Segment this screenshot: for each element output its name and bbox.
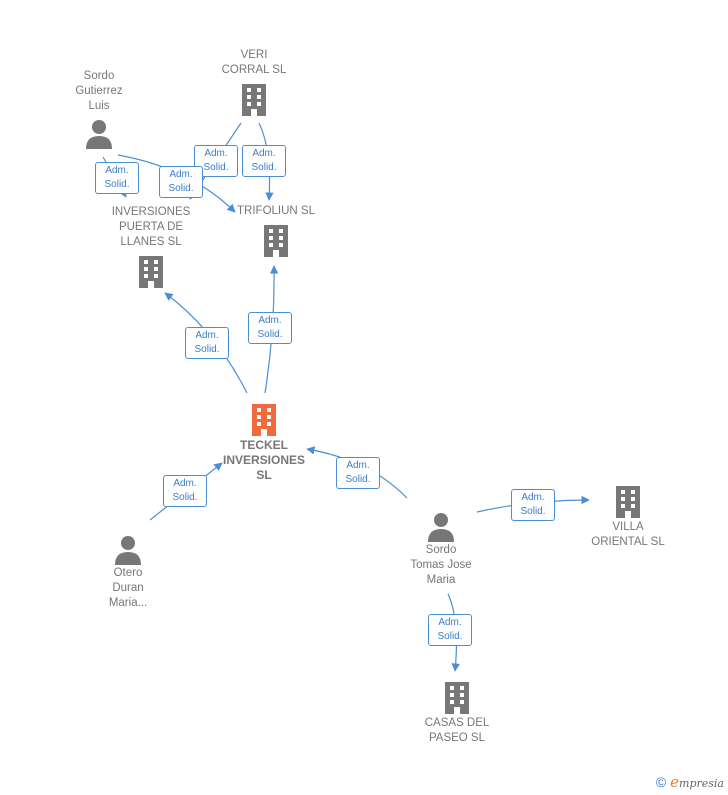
building-icon bbox=[252, 404, 276, 436]
node-label: Duran bbox=[112, 582, 144, 594]
node-trifoliun[interactable]: TRIFOLIUN SL bbox=[226, 204, 326, 259]
building-icon bbox=[242, 84, 266, 116]
person-icon bbox=[115, 536, 141, 565]
brand-footer: © empresia bbox=[656, 773, 724, 791]
edge-label-badge: Adm.Solid. bbox=[511, 489, 555, 521]
node-veri-corral[interactable]: VERI CORRAL SL bbox=[204, 48, 304, 118]
node-inversiones-puerta-llanes[interactable]: INVERSIONES PUERTA DE LLANES SL bbox=[101, 205, 201, 290]
edge-label-badge: Adm.Solid. bbox=[185, 327, 229, 359]
node-label: TRIFOLIUN SL bbox=[237, 205, 315, 217]
node-label: SL bbox=[256, 468, 272, 482]
node-otero-duran-maria[interactable]: Otero Duran Maria... bbox=[83, 534, 173, 611]
node-label: Gutierrez bbox=[75, 85, 123, 97]
node-label: INVERSIONES bbox=[111, 206, 191, 218]
building-icon bbox=[139, 256, 163, 288]
copyright-icon: © bbox=[655, 774, 667, 790]
node-label: Sordo bbox=[425, 544, 457, 556]
person-icon bbox=[428, 513, 454, 542]
edge-label-badge: Adm.Solid. bbox=[242, 145, 286, 177]
node-label: PUERTA DE bbox=[118, 221, 184, 233]
node-teckel-inversiones[interactable]: TECKEL INVERSIONES SL bbox=[214, 402, 314, 483]
node-villa-oriental[interactable]: VILLA ORIENTAL SL bbox=[578, 484, 678, 550]
node-label: Otero bbox=[113, 567, 143, 579]
brand-logo[interactable]: empresia bbox=[670, 773, 724, 791]
node-label: VILLA bbox=[612, 521, 644, 533]
node-label: Tomas Jose bbox=[410, 559, 472, 571]
node-label: VERI bbox=[240, 49, 268, 61]
edge-label-badge: Adm.Solid. bbox=[159, 166, 203, 198]
node-label: Sordo bbox=[83, 70, 115, 82]
node-casas-del-paseo[interactable]: CASAS DEL PASEO SL bbox=[407, 680, 507, 746]
person-icon bbox=[86, 120, 112, 149]
building-icon bbox=[616, 486, 640, 518]
node-label: LLANES SL bbox=[120, 236, 182, 248]
node-label: Maria bbox=[426, 574, 456, 586]
edge-label-badge: Adm.Solid. bbox=[194, 145, 238, 177]
node-label: Luis bbox=[88, 100, 110, 112]
edge-label-badge: Adm.Solid. bbox=[248, 312, 292, 344]
node-sordo-tomas-jose-maria[interactable]: Sordo Tomas Jose Maria bbox=[396, 511, 486, 588]
edge-label-badge: Adm.Solid. bbox=[163, 475, 207, 507]
edge-label-badge: Adm.Solid. bbox=[428, 614, 472, 646]
building-icon bbox=[264, 225, 288, 257]
node-label: TECKEL bbox=[240, 438, 288, 452]
node-label: Maria... bbox=[108, 597, 148, 609]
edge-label-badge: Adm.Solid. bbox=[95, 162, 139, 194]
node-label: INVERSIONES bbox=[222, 453, 306, 467]
node-label: PASEO SL bbox=[428, 732, 486, 744]
node-label: CORRAL SL bbox=[221, 64, 287, 76]
node-sordo-gutierrez-luis[interactable]: Sordo Gutierrez Luis bbox=[54, 69, 144, 150]
edge-label-badge: Adm.Solid. bbox=[336, 457, 380, 489]
node-label: ORIENTAL SL bbox=[591, 536, 665, 548]
building-icon bbox=[445, 682, 469, 714]
node-label: CASAS DEL bbox=[424, 717, 490, 729]
